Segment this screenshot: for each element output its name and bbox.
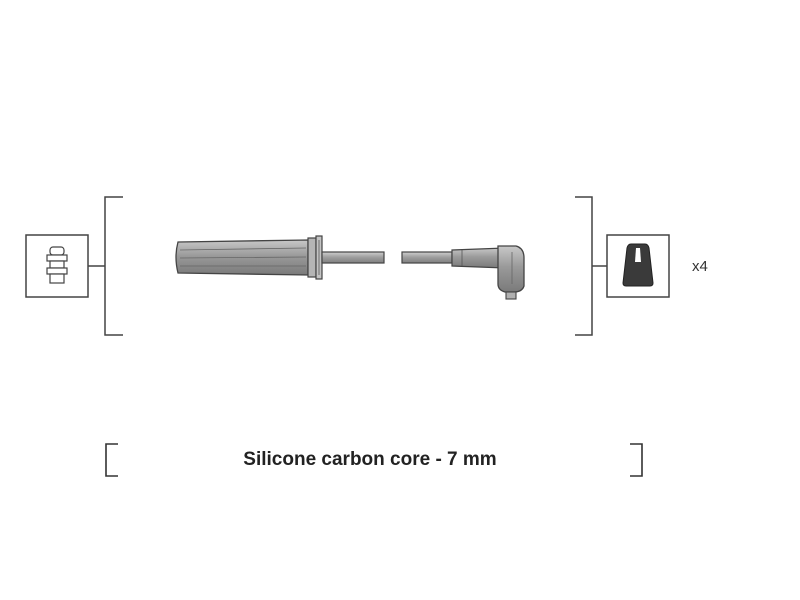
coil-terminal-icon	[46, 246, 68, 284]
quantity-label: x4	[692, 258, 708, 275]
right-bracket	[575, 196, 607, 336]
cable-spec-caption: Silicone carbon core - 7 mm	[243, 449, 497, 470]
spec-bracket-right	[630, 443, 643, 477]
spark-plug-terminal-box	[606, 234, 670, 298]
coil-side-boot	[175, 235, 323, 280]
left-bracket	[88, 196, 123, 336]
spark-plug-boot-icon	[622, 243, 654, 287]
cable-segment	[401, 251, 453, 264]
ignition-lead	[175, 235, 525, 300]
spec-bracket-left	[105, 443, 118, 477]
plug-side-boot	[451, 245, 525, 300]
cable-segment	[321, 251, 385, 264]
coil-terminal-box	[25, 234, 89, 298]
